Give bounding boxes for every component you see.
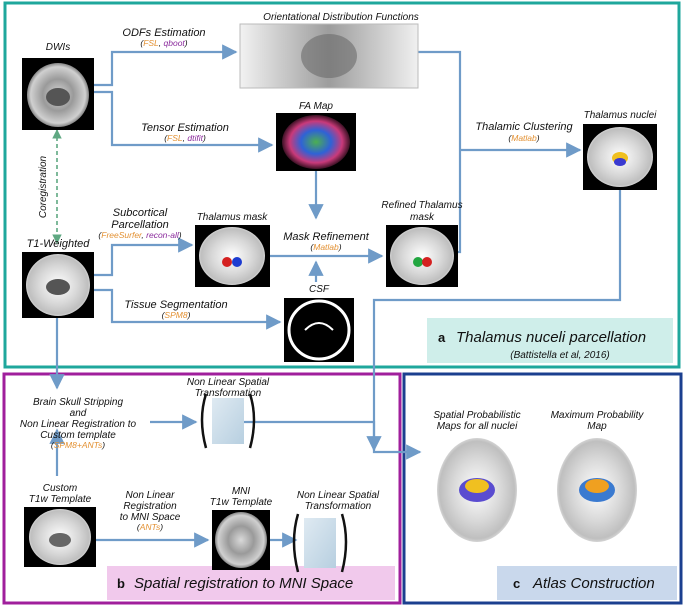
- section-a-label-bg: [427, 318, 673, 363]
- section-c-label-bg: [497, 566, 677, 600]
- section-b-arrows: [49, 318, 422, 548]
- section-a-arrows: [94, 44, 622, 452]
- thalamus-mask-image: [195, 225, 270, 287]
- custom-template-label-1: Custom: [43, 483, 77, 494]
- odf-image: [239, 23, 419, 89]
- coregistration-label: Coregistration: [38, 155, 49, 218]
- mask-refinement-tool: (Matlab): [310, 242, 341, 252]
- tissue-segmentation-tool: (SPM8): [162, 310, 191, 320]
- dwis-label: DWIs: [46, 42, 70, 53]
- nlst-1-label-a: Non Linear Spatial: [187, 377, 270, 388]
- subcortical-tools: (FreeSurfer, recon-all): [98, 230, 181, 240]
- tensor-estimation-label: Tensor Estimation: [141, 122, 229, 134]
- bss-label-2: and: [70, 408, 87, 419]
- max-prob-map-label-2: Map: [587, 421, 607, 432]
- thalamus-nuclei-image: [583, 124, 657, 190]
- section-c-frame: [402, 372, 683, 605]
- transformation-matrix-1: [200, 393, 256, 449]
- nlr-tool: (ANTs): [137, 522, 163, 532]
- mni-label-2: T1w Template: [210, 497, 273, 508]
- section-a-citation: (Battistella et al, 2016): [510, 350, 610, 361]
- subcortical-label-2: Parcellation: [111, 219, 168, 231]
- refined-mask-label-2: mask: [410, 212, 435, 223]
- bss-label-1: Brain Skull Stripping: [33, 397, 123, 408]
- max-prob-map-label-1: Maximum Probability: [551, 410, 645, 421]
- section-a-frame: [3, 1, 681, 369]
- bss-label-3: Non Linear Registration to: [20, 419, 137, 430]
- spatial-probabilistic-maps-image: [437, 438, 517, 542]
- tensor-tools: (FSL, dtifit): [164, 133, 206, 143]
- odf-image-title: Orientational Distribution Functions: [263, 12, 419, 23]
- refined-thalamus-mask-image: [386, 225, 458, 287]
- bss-label-4: Custom template: [40, 430, 116, 441]
- nlst-2-label-b: Transformation: [305, 501, 372, 512]
- nlst-2-label-a: Non Linear Spatial: [297, 490, 380, 501]
- refined-mask-label-1: Refined Thalamus: [381, 200, 462, 211]
- thalamus-nuclei-label: Thalamus nuclei: [584, 110, 658, 121]
- thalamic-clustering-tool: (Matlab): [508, 133, 539, 143]
- t1w-image: [22, 252, 94, 318]
- t1w-label: T1-Weighted: [27, 238, 91, 250]
- section-b-title: Spatial registration to MNI Space: [134, 575, 353, 592]
- section-c-letter: c: [513, 576, 520, 591]
- mni-template-image: [212, 510, 270, 570]
- custom-template-label-2: T1w Template: [29, 494, 92, 505]
- subcortical-label-1: Subcortical: [113, 207, 168, 219]
- nlr-label-2: Registration: [123, 501, 177, 512]
- nlr-label-3: to MNI Space: [120, 512, 181, 523]
- odf-tools: (FSL, qboot): [140, 38, 187, 48]
- mni-label-1: MNI: [232, 486, 251, 497]
- spatial-prob-maps-label-1: Spatial Probabilistic: [433, 410, 520, 421]
- csf-label: CSF: [309, 284, 330, 295]
- nlst-1-label-b: Transformation: [195, 388, 262, 399]
- fa-map-label: FA Map: [299, 101, 333, 112]
- section-a-title: Thalamus nuceli parcellation: [456, 329, 646, 346]
- fa-map-image: [276, 113, 356, 171]
- nlr-label-1: Non Linear: [126, 490, 176, 501]
- transformation-matrix-2: [292, 513, 348, 573]
- section-b-frame: [2, 372, 402, 605]
- section-b-letter: b: [117, 576, 125, 591]
- tissue-segmentation-label: Tissue Segmentation: [124, 299, 227, 311]
- maximum-probability-map-image: [557, 438, 637, 542]
- thalamus-mask-label: Thalamus mask: [197, 212, 269, 223]
- section-c-title: Atlas Construction: [532, 575, 655, 592]
- thalamic-clustering-label: Thalamic Clustering: [475, 121, 573, 133]
- custom-t1w-image: [24, 507, 96, 567]
- section-b-label-bg: [107, 566, 395, 600]
- dwi-image: [22, 58, 94, 130]
- spatial-prob-maps-label-2: Maps for all nuclei: [437, 421, 518, 432]
- csf-image: [284, 298, 354, 362]
- bss-tool: (SPM8+ANTs): [51, 440, 105, 450]
- odf-estimation-label: ODFs Estimation: [122, 27, 205, 39]
- section-a-letter: a: [438, 330, 446, 345]
- mask-refinement-label: Mask Refinement: [283, 231, 370, 243]
